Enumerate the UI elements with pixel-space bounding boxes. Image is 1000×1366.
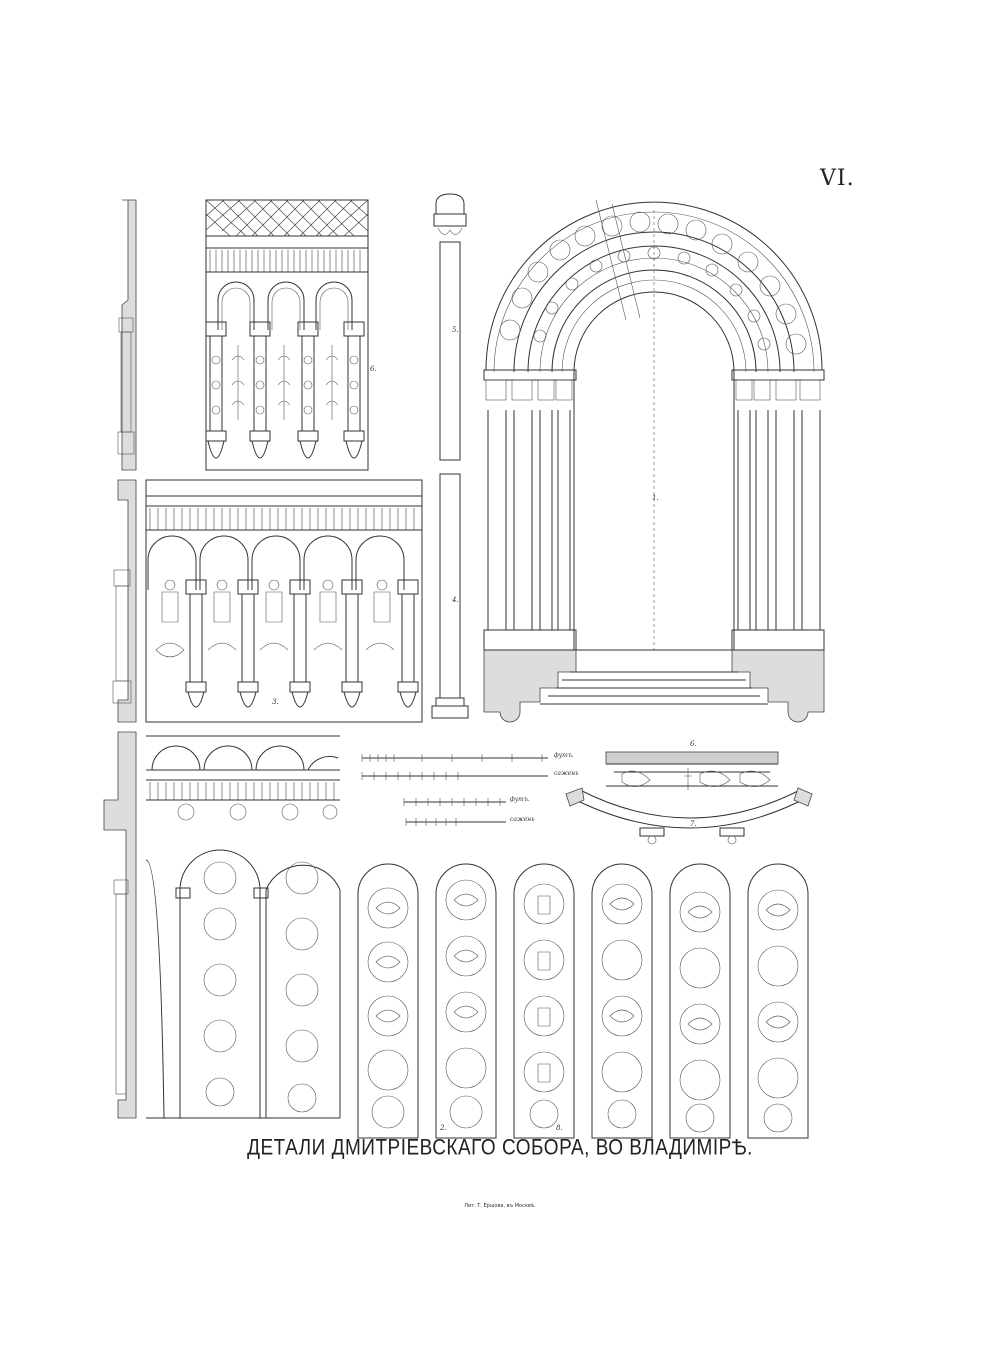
figure-label-arc-segment: 7. <box>690 820 697 828</box>
figure-label-pillar-upper: 5. <box>452 326 459 334</box>
lithographer-imprint: Лит. Т. Ершова, въ Москвѣ. <box>464 1203 536 1209</box>
scale-label-upper: футъ. <box>554 752 574 759</box>
arc-segment <box>565 787 813 845</box>
plate-number: VI. <box>820 166 855 191</box>
figure-label-pillar-lower: 4. <box>452 596 459 604</box>
plate-caption: ДЕТАЛИ ДМИТРІЕВСКАГО СОБОРА, ВО ВЛАДИМІР… <box>247 1136 753 1161</box>
figure-label-arcade-middle: 3. <box>272 698 279 706</box>
figure-label-frieze: 6. <box>690 740 697 748</box>
left-profile-middle <box>112 479 137 723</box>
scale-label-lower-2: сажень <box>510 816 535 823</box>
figure-label-strip: 8. <box>556 1124 563 1132</box>
scale-label-upper-2: сажень <box>554 770 579 777</box>
left-profile-lower <box>103 731 137 1119</box>
portal-drawing <box>483 199 825 723</box>
carved-strips <box>357 863 809 1139</box>
figure-label-portal: 1. <box>652 494 659 502</box>
pillar-drawing <box>431 193 469 719</box>
scale-label-lower: футъ. <box>510 796 530 803</box>
figure-label-arcade-upper: 6. <box>370 365 377 373</box>
scale-bars <box>361 754 548 826</box>
lower-panel <box>145 735 341 1119</box>
middle-arcade <box>145 479 423 723</box>
left-profile-upper <box>117 199 137 471</box>
upper-arcade <box>205 199 369 471</box>
figure-label-panel-lower: 2. <box>440 1124 447 1132</box>
frieze-detail <box>605 751 779 790</box>
